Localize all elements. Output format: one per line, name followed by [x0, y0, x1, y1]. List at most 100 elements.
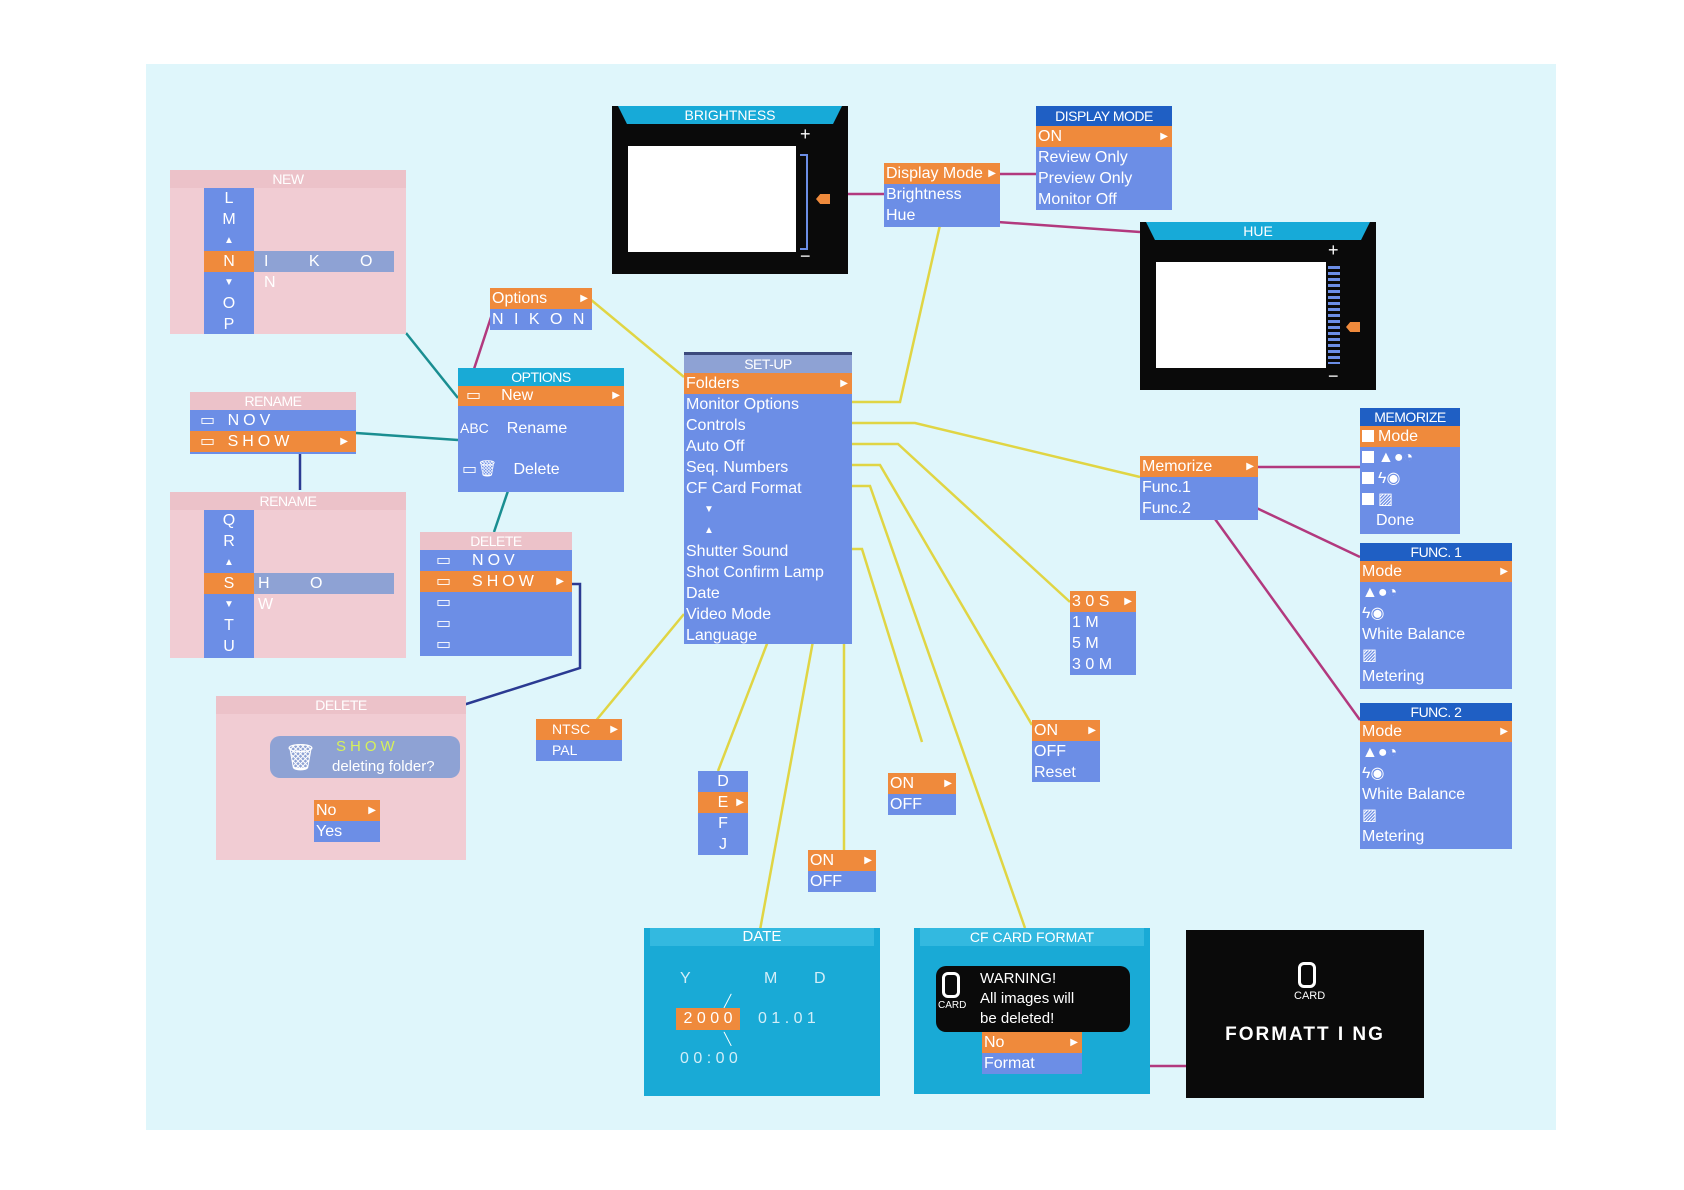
func1-metering[interactable]: Metering: [1362, 668, 1425, 685]
checkbox-icon[interactable]: [1362, 493, 1374, 505]
auto-off-5m[interactable]: 5 M: [1072, 635, 1099, 652]
display-on-option[interactable]: ON: [1036, 126, 1172, 147]
func1-title: FUNC. 1: [1360, 543, 1512, 561]
folder-icon: ▭: [200, 433, 220, 450]
checkbox-icon[interactable]: [1362, 472, 1374, 484]
new-panel: NEW L M ▲ N ▼ O P I K O N: [170, 170, 406, 334]
format-confirm-option[interactable]: Format: [984, 1055, 1035, 1072]
lamp-on[interactable]: ON: [808, 850, 876, 871]
option-new[interactable]: ▭New: [458, 386, 624, 406]
func1-white-balance[interactable]: White Balance: [1362, 626, 1466, 643]
rename-item-show[interactable]: ▭ SHOW: [190, 431, 356, 452]
review-only-option[interactable]: Review Only: [1038, 149, 1128, 166]
setup-auto-off[interactable]: Auto Off: [686, 438, 745, 455]
setup-controls[interactable]: Controls: [686, 417, 746, 434]
card-icon: [942, 972, 960, 998]
setup-video-mode[interactable]: Video Mode: [686, 606, 772, 623]
brightness-slider[interactable]: [800, 154, 808, 250]
setup-shot-confirm-lamp[interactable]: Shot Confirm Lamp: [686, 564, 824, 581]
shutter-off[interactable]: OFF: [890, 796, 922, 813]
delete-yes-option[interactable]: Yes: [316, 823, 343, 840]
memorize-item[interactable]: Memorize: [1140, 456, 1258, 477]
func2-mode[interactable]: Mode: [1360, 721, 1512, 742]
seq-on[interactable]: ON: [1032, 720, 1100, 741]
language-e[interactable]: E: [698, 792, 748, 813]
warning-line1: All images will: [980, 990, 1075, 1007]
hue-title: HUE: [1146, 222, 1370, 240]
preview-only-option[interactable]: Preview Only: [1038, 170, 1133, 187]
auto-off-30s[interactable]: 3 0 S: [1070, 591, 1136, 612]
memorize-done[interactable]: Done: [1376, 512, 1415, 529]
language-d[interactable]: D: [717, 773, 729, 790]
letter-selected[interactable]: N: [204, 251, 254, 272]
memorize-flash-row[interactable]: ϟ◉: [1360, 468, 1460, 489]
video-ntsc[interactable]: NTSC: [536, 719, 622, 740]
hue-item[interactable]: Hue: [886, 207, 916, 224]
brightness-item[interactable]: Brightness: [886, 186, 962, 203]
setup-seq-numbers[interactable]: Seq. Numbers: [686, 459, 789, 476]
setup-shutter-sound[interactable]: Shutter Sound: [686, 543, 789, 560]
rename-item-nov[interactable]: ▭ NOV: [200, 412, 275, 429]
func2-metering[interactable]: Metering: [1362, 828, 1425, 845]
format-no-option[interactable]: No: [982, 1032, 1082, 1053]
hue-plus: +: [1328, 240, 1339, 260]
func1-mode[interactable]: Mode: [1360, 561, 1512, 582]
option-delete[interactable]: ▭🗑Delete: [462, 461, 560, 478]
setup-monitor-options[interactable]: Monitor Options: [686, 396, 799, 413]
date-screen: DATE Y M D ╱ 2 0 0 0 0 1 . 0 1 ╲ 0 0 : 0…: [644, 928, 880, 1096]
monitor-options-menu: Display Mode Brightness Hue: [884, 163, 1000, 227]
memorize-mode[interactable]: Mode: [1360, 426, 1460, 447]
seq-numbers-menu: ON OFF Reset: [1032, 720, 1100, 782]
func1-item[interactable]: Func.1: [1142, 479, 1191, 496]
folder-icon: ▭: [436, 552, 456, 569]
time-field[interactable]: 0 0 : 0 0: [680, 1050, 738, 1067]
letter-selected[interactable]: S: [204, 573, 254, 594]
shutter-sound-menu: ON OFF: [888, 773, 956, 815]
func2-white-balance[interactable]: White Balance: [1362, 786, 1466, 803]
video-pal[interactable]: PAL: [552, 742, 578, 758]
memorize-wb-row[interactable]: ▨: [1360, 489, 1460, 510]
new-letter-column: L M ▲ N ▼ O P: [204, 188, 254, 334]
language-j[interactable]: J: [719, 836, 727, 853]
formatting-screen: CARD FORMATT I NG: [1186, 930, 1424, 1098]
display-mode-item[interactable]: Display Mode: [884, 163, 1000, 184]
auto-off-30m[interactable]: 3 0 M: [1072, 656, 1113, 673]
shutter-on[interactable]: ON: [888, 773, 956, 794]
lamp-off[interactable]: OFF: [810, 873, 842, 890]
memorize-scene-row[interactable]: ▲●◔: [1360, 447, 1460, 468]
setup-cf-card-format[interactable]: CF Card Format: [686, 480, 802, 497]
delete-item-show[interactable]: ▭ SHOW: [420, 571, 572, 592]
letter: U: [223, 638, 235, 655]
brightness-slider-handle[interactable]: [816, 194, 830, 204]
trash-icon: 🗑: [284, 742, 318, 772]
checkbox-icon[interactable]: [1362, 430, 1374, 442]
hue-slider[interactable]: [1328, 266, 1340, 364]
auto-off-1m[interactable]: 1 M: [1072, 614, 1099, 631]
letter: P: [223, 316, 235, 333]
hue-slider-handle[interactable]: [1346, 322, 1360, 332]
delete-no-option[interactable]: No: [314, 800, 380, 821]
setup-folders[interactable]: Folders: [684, 373, 852, 394]
seq-off[interactable]: OFF: [1034, 743, 1066, 760]
controls-menu: Memorize Func.1 Func.2: [1140, 456, 1258, 520]
delete-item-nov[interactable]: ▭ NOV: [436, 552, 519, 569]
scroll-down-icon[interactable]: ▼: [704, 504, 714, 515]
month-day-field[interactable]: 0 1 . 0 1: [758, 1010, 816, 1027]
language-f[interactable]: F: [718, 815, 728, 832]
letter: L: [224, 190, 234, 207]
monitor-off-option[interactable]: Monitor Off: [1038, 191, 1117, 208]
year-field[interactable]: 2 0 0 0: [676, 1008, 740, 1030]
auto-off-menu: 3 0 S 1 M 5 M 3 0 M: [1070, 591, 1136, 675]
func2-item[interactable]: Func.2: [1142, 500, 1191, 517]
seq-reset[interactable]: Reset: [1034, 764, 1076, 781]
setup-date[interactable]: Date: [686, 585, 720, 602]
hue-preview: [1156, 262, 1326, 368]
folder-icon: ▭: [436, 615, 452, 632]
scroll-up-icon[interactable]: ▲: [704, 525, 714, 536]
func1-menu: FUNC. 1 Mode ▲●◔ ϟ◉ White Balance ▨ Mete…: [1360, 543, 1512, 689]
checkbox-icon[interactable]: [1362, 451, 1374, 463]
setup-language[interactable]: Language: [686, 627, 758, 644]
trash-folder-icon: ▭🗑: [462, 461, 498, 478]
options-item[interactable]: Options: [490, 288, 592, 309]
